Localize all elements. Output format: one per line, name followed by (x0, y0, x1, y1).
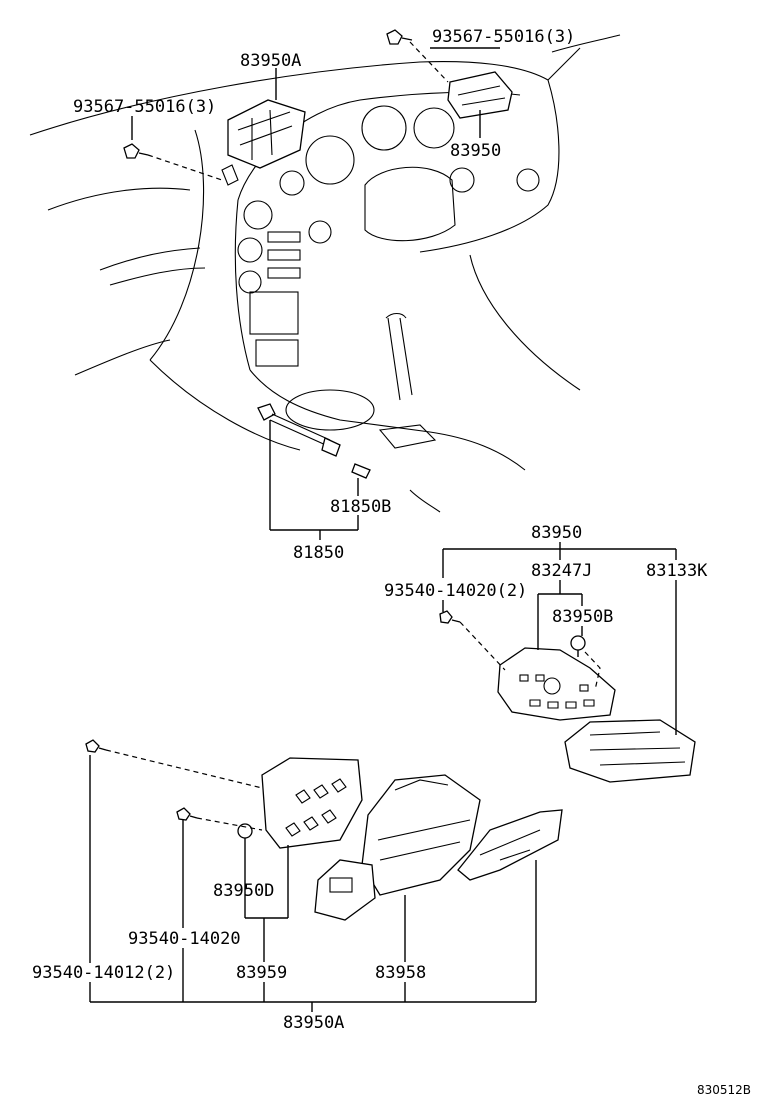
figure-number: 830512B (697, 1083, 751, 1097)
screw-icon (85, 739, 107, 753)
bolt-icon (123, 143, 149, 159)
label-bulb-b: 83950B (552, 607, 613, 627)
label-bulb-d: 83950D (213, 881, 274, 901)
screw-icon (176, 807, 198, 821)
dashboard-drawing (29, 34, 621, 513)
cluster-body-83958 (314, 774, 481, 921)
leader-lines (89, 47, 677, 1012)
label-part-958: 83958 (375, 963, 426, 983)
label-sub-k: 83133K (646, 561, 708, 581)
label-part-959: 83959 (236, 963, 287, 983)
label-sub-j: 83247J (531, 561, 592, 581)
bolt-icon (386, 29, 413, 45)
label-bolt-top-right: 93567-55016(3) (432, 27, 575, 47)
front-plate-83959 (261, 757, 363, 849)
label-bolt-top-left: 93567-55016(3) (73, 97, 216, 117)
meter-unit-83247j (497, 647, 616, 721)
speedometer-cable (257, 403, 371, 479)
cluster-module-83950a (221, 99, 306, 186)
cluster-module-83950 (447, 71, 513, 119)
meter-unit-83133k (564, 719, 696, 783)
label-cluster-right: 83950 (450, 141, 501, 161)
label-screw-mid: 93540-14020(2) (384, 581, 527, 601)
bulb-icon (570, 635, 586, 657)
label-cluster-left: 83950A (240, 51, 301, 71)
bulb-icon (237, 823, 253, 845)
label-assy-a: 83950A (283, 1013, 344, 1033)
screw-icon (439, 610, 461, 624)
label-meter-assy: 83950 (531, 523, 582, 543)
label-screw-lower: 93540-14020 (128, 929, 241, 949)
label-cable-b: 81850B (330, 497, 391, 517)
side-bracket (457, 809, 563, 881)
label-cable: 81850 (293, 543, 344, 563)
label-screw-lowest: 93540-14012(2) (32, 963, 175, 983)
